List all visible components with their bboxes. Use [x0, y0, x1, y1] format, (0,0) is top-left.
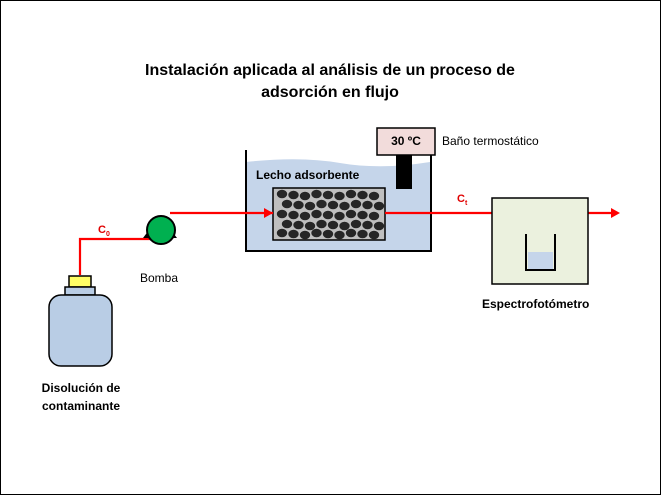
adsorbent-particle	[357, 229, 368, 239]
inflow-arrowhead	[264, 208, 273, 218]
adsorbent-particle	[357, 210, 368, 220]
adsorbent-particle	[299, 211, 311, 221]
adsorbent-particle	[316, 219, 327, 229]
adsorbent-particle	[311, 228, 322, 238]
adsorbent-particle	[334, 230, 345, 240]
adsorbent-particle	[288, 190, 299, 200]
adsorbent-particle	[311, 189, 322, 199]
adsorbent-particle	[281, 199, 293, 209]
adsorbent-particle	[288, 210, 299, 220]
feed-line	[78, 237, 150, 275]
adsorbent-particle	[345, 228, 357, 238]
adsorbent-particle	[345, 209, 357, 219]
adsorbent-particle	[373, 201, 385, 211]
pump-label: Bomba	[140, 271, 179, 285]
adsorbent-particle	[293, 220, 304, 230]
thermostat-probe	[396, 155, 412, 189]
adsorbent-particle	[304, 221, 316, 231]
adsorbent-particle	[327, 220, 339, 230]
adsorbent-particle	[368, 191, 380, 201]
adsorbent-particle	[339, 201, 350, 211]
adsorbent-particle	[288, 229, 299, 239]
adsorbent-particle	[281, 219, 293, 229]
adsorbent-particle	[334, 191, 345, 201]
adsorbent-particle	[327, 200, 339, 210]
bath-container	[245, 150, 432, 252]
solution-bottle	[48, 294, 113, 367]
bottle-neck	[64, 286, 96, 296]
outlet-concentration-label: Ct	[457, 193, 468, 208]
adsorbent-particle	[339, 221, 350, 231]
cuvette-liquid	[528, 252, 553, 269]
spectrophotometer-label: Espectrofotómetro	[482, 297, 590, 311]
solution-label-line2: contaminante	[41, 399, 120, 413]
adsorbent-particle	[362, 220, 373, 230]
adsorbent-particle	[276, 228, 288, 238]
adsorbent-particle	[362, 200, 373, 210]
initial-concentration-label: C0	[98, 224, 110, 239]
adsorbent-particles	[276, 189, 385, 240]
adsorbent-particle	[334, 211, 345, 221]
adsorbent-particle	[293, 200, 304, 210]
pump-icon	[146, 215, 176, 245]
solution-label-line1: Disolución de	[41, 381, 121, 395]
adsorbent-particle	[276, 209, 288, 219]
adsorbent-particle	[322, 190, 334, 200]
adsorbent-particle	[322, 229, 334, 239]
diagram-title: Instalación aplicada al análisis de un p…	[145, 62, 515, 101]
outflow-arrowhead	[611, 208, 620, 218]
adsorbent-particle	[368, 230, 380, 240]
cuvette	[525, 234, 556, 271]
adsorbent-particle	[357, 190, 368, 200]
adsorbent-particle	[345, 189, 357, 199]
adsorbent-particle	[299, 191, 311, 201]
adsorbent-bed-label: Lecho adsorbente	[256, 168, 360, 182]
thermostat-bath-label: Baño termostático	[442, 134, 539, 148]
bottle-cap	[68, 275, 92, 288]
thermostat-temperature: 30 ºC	[391, 134, 421, 148]
adsorbent-particle	[350, 199, 362, 209]
adsorbent-particle	[373, 221, 385, 231]
adsorbent-particle	[322, 210, 334, 220]
adsorbent-particle	[368, 211, 380, 221]
spectrophotometer-box	[491, 197, 589, 285]
adsorbent-particle	[299, 230, 311, 240]
adsorbent-particle	[304, 201, 316, 211]
adsorbent-particle	[350, 219, 362, 229]
adsorbent-particle	[276, 189, 288, 199]
thermostat-box	[376, 127, 436, 156]
adsorbent-particle	[311, 209, 322, 219]
adsorbent-particle	[316, 199, 327, 209]
